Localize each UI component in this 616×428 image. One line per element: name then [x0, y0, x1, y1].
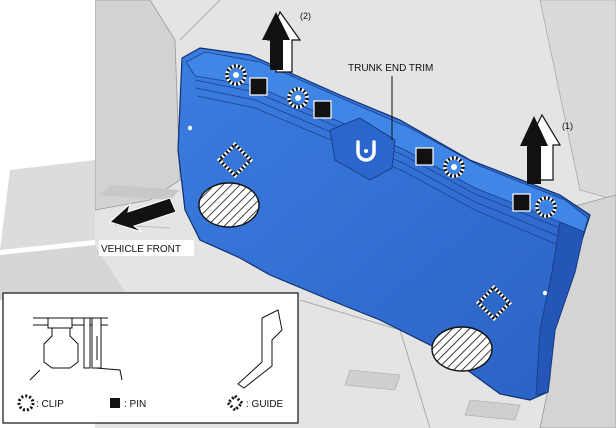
pin-marker: [313, 100, 332, 119]
part-label: TRUNK END TRIM: [348, 63, 433, 74]
clip-marker: [443, 156, 465, 178]
clip-legend-label: : CLIP: [36, 399, 64, 410]
removal-arrow-2: [262, 10, 302, 73]
hatched-oval-left: [198, 182, 260, 228]
guide-legend-label: : GUIDE: [246, 399, 284, 410]
pin-marker: [415, 147, 434, 166]
clip-illustration: [29, 317, 123, 381]
clip-marker: [535, 196, 557, 218]
pin-marker: [512, 193, 531, 212]
removal-step-1-label: (1): [562, 121, 573, 131]
guide-illustration: [237, 309, 283, 389]
clip-marker: [287, 87, 309, 109]
pin-legend-label: : PIN: [124, 399, 146, 410]
pin-legend-icon: [110, 398, 120, 408]
clip-marker: [225, 64, 247, 86]
guide-marker: [216, 141, 254, 179]
vehicle-front-arrow: [109, 197, 177, 233]
guide-legend-icon: [225, 393, 245, 413]
removal-arrow-1: [520, 113, 562, 184]
hook-icon: [356, 140, 376, 162]
direction-label: VEHICLE FRONT: [101, 244, 181, 255]
legend-box: : CLIP : PIN : GUIDE: [2, 292, 299, 424]
direction-label-bg: [99, 240, 194, 256]
hatched-oval-right: [431, 326, 493, 372]
clip-legend-icon: [17, 394, 35, 412]
pin-marker: [249, 77, 268, 96]
guide-marker: [475, 284, 513, 322]
removal-step-2-label: (2): [300, 11, 311, 21]
